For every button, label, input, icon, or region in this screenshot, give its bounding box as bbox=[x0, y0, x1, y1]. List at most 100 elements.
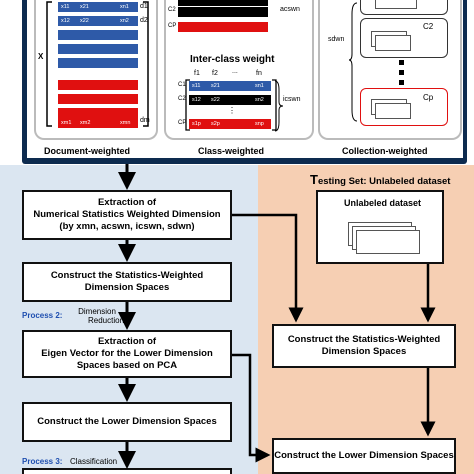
collection-doc-icon-top bbox=[375, 0, 417, 9]
doc-row-3 bbox=[58, 30, 138, 40]
construct-statistics-line2: Dimension Spaces bbox=[84, 282, 170, 293]
construct-lower-box: Construct the Lower Dimension Spaces bbox=[22, 402, 232, 442]
extract-numerical-line2: Numerical Statistics Weighted Dimension bbox=[33, 209, 221, 220]
doc-weighted-label: Document-weighted bbox=[44, 146, 131, 156]
process-2-desc: Dimension Reduction bbox=[70, 307, 124, 325]
test-construct-lower-line1: Construct the Lower Dimension Spaces bbox=[274, 450, 454, 461]
class-row-c1: s11 s21 sn1 bbox=[189, 81, 271, 91]
test-construct-statistics-line1: Construct the Statistics-Weighted bbox=[287, 334, 441, 345]
unlabeled-doc-icon-3 bbox=[356, 230, 420, 254]
doc-row-last: xm1 xm2 xmn bbox=[58, 118, 138, 128]
extract-numerical-line3: (by xmn, acswn, icswn, sdwn) bbox=[59, 221, 195, 232]
test-construct-statistics-box: Construct the Statistics-Weighted Dimens… bbox=[272, 324, 456, 368]
acsw-row-2 bbox=[178, 6, 268, 17]
class-row-c2: s12 s22 sn2 bbox=[189, 95, 271, 105]
doc-row-1: x11 x21 xn1 bbox=[58, 2, 138, 12]
testing-title-initial: T bbox=[310, 172, 318, 187]
collection-doc-icon-c2b bbox=[375, 35, 411, 51]
collection-label-c2: C2 bbox=[423, 22, 434, 31]
collection-dot-3 bbox=[399, 80, 404, 85]
collection-weighted-label: Collection-weighted bbox=[342, 146, 428, 156]
x-matrix-label: X bbox=[38, 52, 44, 61]
icsw-label: icswn bbox=[283, 96, 301, 103]
construct-statistics-line1: Construct the Statistics-Weighted bbox=[50, 270, 204, 281]
extract-eigen-line3: Spaces based on PCA bbox=[76, 360, 178, 371]
construct-statistics-box: Construct the Statistics-Weighted Dimens… bbox=[22, 262, 232, 302]
sdw-brace bbox=[348, 2, 358, 122]
process-3-label: Process 3: bbox=[22, 457, 63, 466]
doc-cell-x12: x12 bbox=[61, 18, 70, 24]
doc-label-dm: dm bbox=[140, 117, 150, 124]
feature-f2: f2 bbox=[212, 70, 218, 77]
classifier-box-edge bbox=[22, 468, 232, 474]
collection-c2-box: C2 bbox=[360, 18, 448, 58]
feature-ellipsis: ... bbox=[232, 68, 238, 75]
class-cell-s22: s22 bbox=[211, 97, 220, 103]
process-3-desc: Classification bbox=[70, 457, 118, 466]
feature-f1: f1 bbox=[194, 70, 200, 77]
testing-title-rest: esting Set: Unlabeled dataset bbox=[317, 176, 451, 187]
class-cell-s2p: s2p bbox=[211, 121, 220, 127]
extract-eigen-line1: Extraction of bbox=[97, 336, 157, 347]
process-2-label: Process 2: bbox=[22, 311, 63, 320]
class-bracket bbox=[185, 79, 277, 131]
acsw-label: acswn bbox=[280, 6, 300, 13]
unlabeled-dataset-title: Unlabeled dataset bbox=[344, 198, 422, 208]
class-cell-sn2: sn2 bbox=[255, 97, 264, 103]
doc-cell-x11: x11 bbox=[61, 4, 70, 10]
doc-row-7 bbox=[58, 94, 138, 104]
construct-lower-line1: Construct the Lower Dimension Spaces bbox=[37, 416, 217, 427]
collection-doc-icon-cpb bbox=[375, 103, 411, 119]
doc-cell-xn2: xn2 bbox=[120, 18, 129, 24]
extract-numerical-line1: Extraction of bbox=[97, 197, 157, 208]
collection-dot-2 bbox=[399, 70, 404, 75]
class-ellipsis: ⋮ bbox=[228, 106, 236, 115]
matrix-bracket bbox=[46, 1, 52, 127]
class-cell-s1p: s1p bbox=[192, 121, 201, 127]
extract-numerical-box: Extraction of Numerical Statistics Weigh… bbox=[22, 190, 232, 240]
class-cell-snp: snp bbox=[255, 121, 264, 127]
collection-label-cp: Cp bbox=[423, 93, 434, 102]
doc-cell-xm1: xm1 bbox=[61, 120, 72, 126]
testing-set-title: Testing Set: Unlabeled dataset bbox=[310, 172, 450, 187]
class-row-c1-label: C1 bbox=[178, 82, 186, 88]
extract-eigen-line2: Eigen Vector for the Lower Dimension bbox=[41, 348, 213, 359]
collection-top-box bbox=[360, 0, 448, 15]
doc-row-2: x12 x22 xn2 bbox=[58, 16, 138, 26]
inter-class-title: Inter-class weight bbox=[190, 54, 275, 65]
test-construct-lower-box: Construct the Lower Dimension Spaces bbox=[272, 438, 456, 474]
icsw-brace bbox=[274, 80, 284, 132]
acsw-row-red bbox=[178, 22, 268, 32]
extract-eigen-box: Extraction of Eigen Vector for the Lower… bbox=[22, 330, 232, 378]
doc-row-8 bbox=[58, 108, 138, 118]
acsw-class-cp: CP bbox=[168, 23, 177, 29]
arrow-eigen-to-test-lower bbox=[232, 353, 271, 463]
class-weighted-label: Class-weighted bbox=[198, 146, 265, 156]
doc-row-5 bbox=[58, 58, 138, 68]
acsw-row-top bbox=[178, 0, 268, 10]
collection-cp-box: Cp bbox=[360, 88, 448, 126]
feature-fn: fn bbox=[256, 70, 262, 77]
test-construct-statistics-line2: Dimension Spaces bbox=[321, 346, 407, 357]
sdw-label: sdwn bbox=[328, 36, 345, 43]
doc-cell-x21: x21 bbox=[80, 4, 89, 10]
doc-label-d1: d1 bbox=[140, 3, 148, 10]
process-2-desc-line2: Reduction bbox=[88, 316, 125, 325]
class-row-cp: s1p s2p snp bbox=[189, 119, 271, 129]
class-cell-s12: s12 bbox=[192, 97, 201, 103]
class-cell-sn1: sn1 bbox=[255, 83, 264, 89]
class-cell-s11: s11 bbox=[192, 83, 201, 89]
doc-cell-xm2: xm2 bbox=[80, 120, 91, 126]
unlabeled-dataset-box: Unlabeled dataset bbox=[316, 190, 444, 264]
doc-cell-xn1: xn1 bbox=[120, 4, 129, 10]
arrow-extract-to-test-stats bbox=[232, 213, 304, 323]
matrix-bracket-right bbox=[143, 1, 149, 127]
class-cell-s21: s21 bbox=[211, 83, 220, 89]
process-2-desc-line1: Dimension bbox=[78, 307, 116, 316]
doc-label-d2: d2 bbox=[140, 17, 148, 24]
acsw-class-c2: C2 bbox=[168, 7, 176, 13]
class-row-cp-label: CP bbox=[178, 120, 187, 126]
doc-cell-xmn: xmn bbox=[120, 120, 131, 126]
